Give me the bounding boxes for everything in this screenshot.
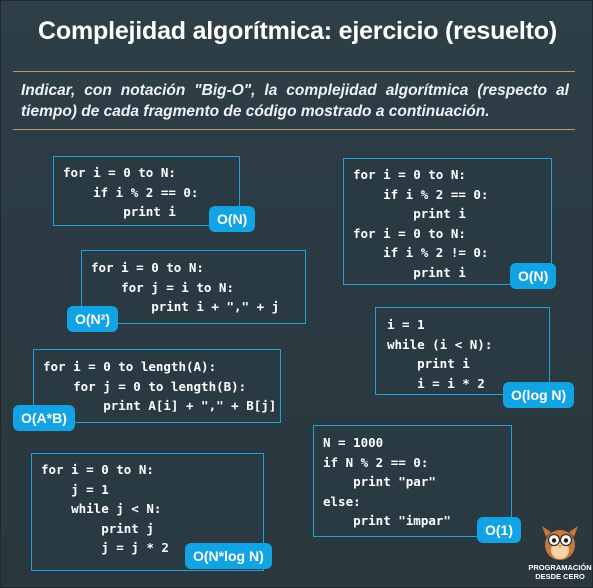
complexity-badge-3: O(N²)	[67, 306, 118, 332]
complexity-badge-6: O(1)	[477, 517, 521, 543]
complexity-badge-7: O(N*log N)	[185, 543, 272, 569]
owl-mascot-icon	[542, 526, 578, 560]
brand-line-1: PROGRAMACIÓN	[528, 563, 592, 572]
code-box-1	[53, 156, 240, 226]
complexity-badge-5: O(A*B)	[13, 405, 75, 431]
brand-line-2: DESDE CERO	[535, 572, 585, 581]
code-snippet-1: for i = 0 to N: if i % 2 == 0: print i	[63, 165, 199, 219]
code-snippet-4: i = 1 while (i < N): print i i = i * 2	[387, 317, 493, 391]
code-snippet-3: for i = 0 to N: for j = i to N: print i …	[91, 260, 280, 314]
divider-bottom	[13, 129, 575, 130]
complexity-badge-2: O(N)	[510, 263, 557, 289]
code-snippet-5: for i = 0 to length(A): for j = 0 to len…	[43, 359, 277, 413]
code-box-3	[81, 250, 306, 324]
code-box-4	[375, 307, 550, 395]
intro-text: Indicar, con notación "Big-O", la comple…	[21, 82, 569, 120]
divider-top	[13, 71, 575, 72]
code-snippet-6: N = 1000 if N % 2 == 0: print "par" else…	[323, 435, 451, 528]
complexity-badge-1: O(N)	[209, 206, 256, 232]
code-snippet-2: for i = 0 to N: if i % 2 == 0: print i f…	[353, 167, 489, 280]
brand-logo: PROGRAMACIÓN DESDE CERO	[528, 523, 592, 585]
complexity-badge-4: O(log N)	[503, 382, 575, 408]
code-snippet-7: for i = 0 to N: j = 1 while j < N: print…	[41, 462, 169, 555]
brand-name: PROGRAMACIÓN DESDE CERO	[528, 563, 592, 581]
slide-title: Complejidad algorítmica: ejercicio (resu…	[38, 17, 557, 45]
